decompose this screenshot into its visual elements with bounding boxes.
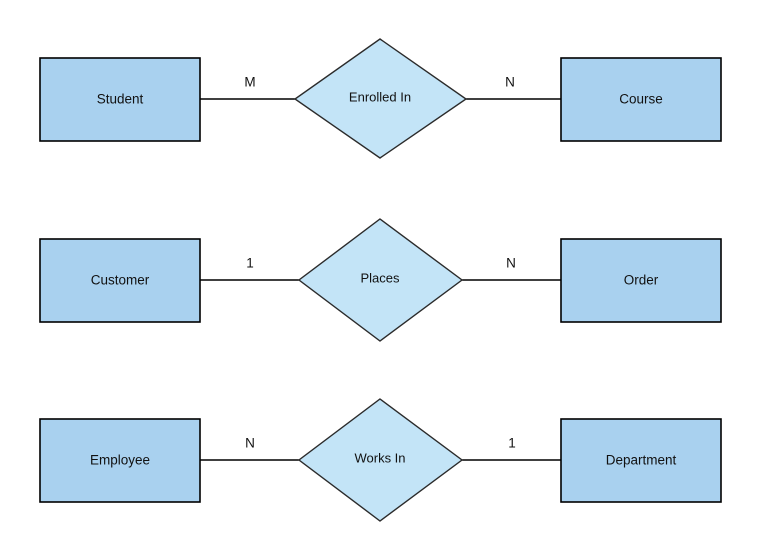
- relationship-group-places: Customer Places Order 1 N: [39, 218, 722, 342]
- entity-box-customer[interactable]: [39, 238, 201, 323]
- relationship-diamond-places[interactable]: [297, 218, 464, 342]
- cardinality-left-enrolled-in: M: [244, 75, 255, 90]
- relationship-label-works-in: Works In: [354, 450, 405, 465]
- entity-box-student[interactable]: [39, 57, 201, 142]
- relationship-diamond-enrolled-in[interactable]: [293, 38, 468, 159]
- entity-box-order[interactable]: [560, 238, 722, 323]
- entity-label-department: Department: [606, 453, 677, 468]
- entity-label-student: Student: [97, 92, 144, 107]
- entity-box-department[interactable]: [560, 418, 722, 503]
- entity-box-course[interactable]: [560, 57, 722, 142]
- relationship-diamond-works-in[interactable]: [297, 398, 464, 522]
- cardinality-left-works-in: N: [245, 436, 255, 451]
- entity-label-order: Order: [624, 273, 659, 288]
- relationship-group-works-in: Employee Works In Department N 1: [39, 398, 722, 522]
- entity-label-employee: Employee: [90, 453, 150, 468]
- entity-label-course: Course: [619, 92, 663, 107]
- entity-label-customer: Customer: [91, 273, 150, 288]
- cardinality-right-works-in: 1: [508, 436, 516, 451]
- entity-box-employee[interactable]: [39, 418, 201, 503]
- relationship-group-enrolled-in: Student Enrolled In Course M N: [39, 38, 722, 159]
- cardinality-right-enrolled-in: N: [505, 75, 515, 90]
- cardinality-right-places: N: [506, 256, 516, 271]
- relationship-label-places: Places: [360, 270, 400, 285]
- cardinality-left-places: 1: [246, 256, 254, 271]
- relationship-label-enrolled-in: Enrolled In: [349, 89, 411, 104]
